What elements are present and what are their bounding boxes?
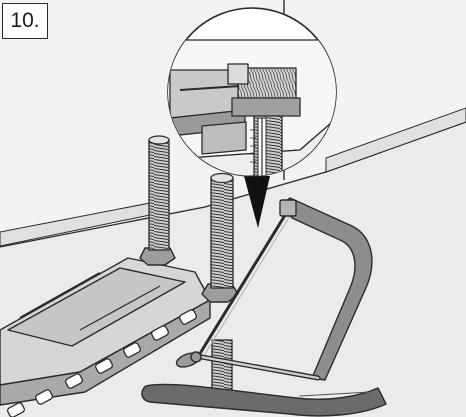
hacksaw [141, 197, 387, 417]
threaded-rod-right [210, 172, 234, 396]
step-number-badge: 10. [2, 3, 48, 39]
threaded-rod-left [148, 135, 170, 251]
mounting-rail [0, 247, 239, 417]
detail-magnifier [167, 7, 337, 177]
